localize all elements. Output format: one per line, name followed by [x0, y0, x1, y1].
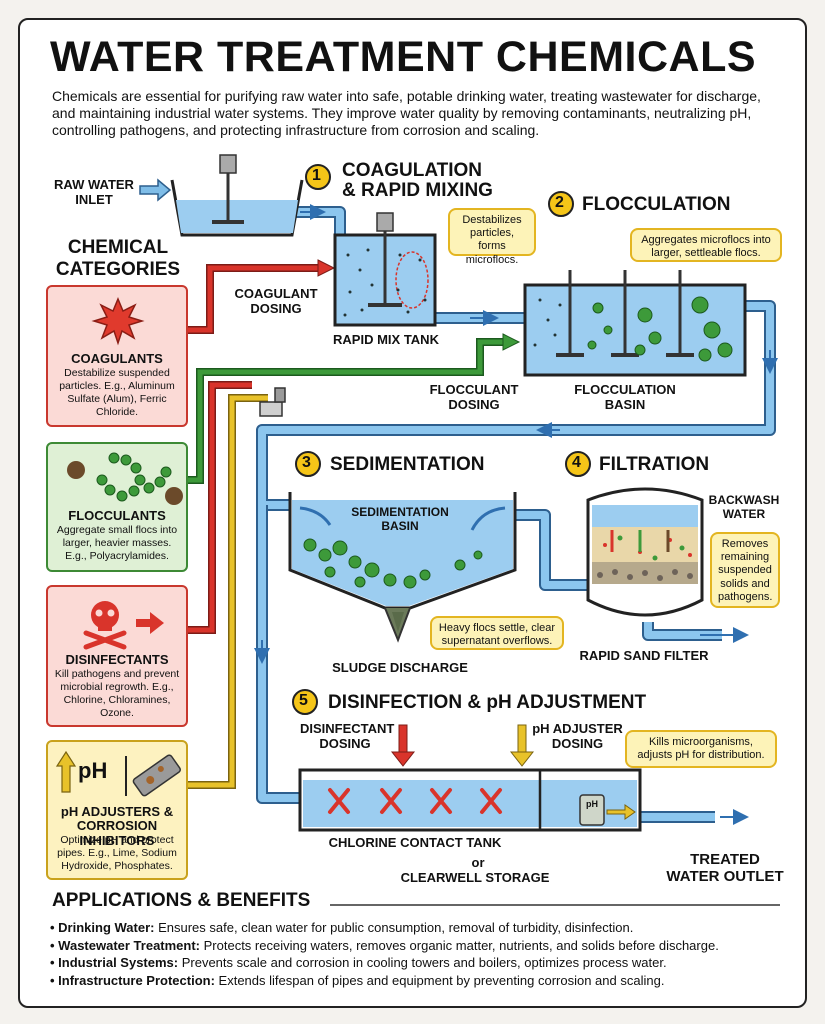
- flocculant-dosing-line: [188, 333, 521, 484]
- application-item: Drinking Water: Ensures safe, clean wate…: [50, 919, 790, 937]
- category-card-flocculants: FLOCCULANTS Aggregate small flocs into l…: [46, 442, 188, 572]
- pipe-sed-to-filter: [515, 509, 588, 591]
- coagulation-note: Destabilizes particles, forms microflocs…: [448, 208, 536, 266]
- rapid-mix-tank-label: RAPID MIX TANK: [333, 332, 439, 347]
- step-1-title-line1: COAGULATION: [342, 160, 483, 181]
- sedimentation-note: Heavy flocs settle, clear supernatant ov…: [430, 616, 564, 650]
- flocculant-chain-icon: [67, 452, 183, 505]
- clearwell-storage-label: CLEARWELL STORAGE: [400, 870, 550, 885]
- application-item: Industrial Systems: Prevents scale and c…: [50, 954, 790, 972]
- applications-list: Drinking Water: Ensures safe, clean wate…: [50, 919, 790, 989]
- filtration-note: Removes remaining suspended solids and p…: [710, 532, 780, 608]
- category-card-disinfectants: DISINFECTANTS Kill pathogens and prevent…: [46, 585, 188, 727]
- ph-dose-arrow: [509, 724, 535, 767]
- step-2-number: 2: [555, 194, 564, 211]
- step-4-number: 4: [572, 454, 581, 471]
- ph-icon-text: pH: [78, 758, 108, 783]
- page-title: WATER TREATMENT CHEMICALS: [50, 33, 757, 81]
- application-item: Wastewater Treatment: Protects receiving…: [50, 937, 790, 955]
- rapid-mix-tank: [333, 212, 437, 327]
- sludge-discharge-label: SLUDGE DISCHARGE: [332, 660, 468, 675]
- coagulant-dosing-line: [188, 259, 336, 334]
- disinfectant-dosing-line: [188, 381, 252, 634]
- ph-dosing-line: [188, 394, 268, 789]
- ph-meter-icon: pH: [586, 799, 598, 809]
- applications-divider: [330, 904, 780, 906]
- flocculation-basin: [523, 270, 747, 377]
- step-3-title: SEDIMENTATION: [330, 454, 485, 475]
- flow-arrows: [254, 204, 778, 825]
- category-card-ph-adjusters: pH pH ADJUSTERS & CORROSION INHIBITORS O…: [46, 740, 188, 880]
- intro-paragraph: Chemicals are essential for purifying ra…: [52, 88, 761, 138]
- chlorine-contact-tank-label: CHLORINE CONTACT TANK: [328, 835, 502, 850]
- dosing-valve: [259, 387, 286, 417]
- coagulant-splash-icon: [91, 297, 145, 346]
- application-item: Infrastructure Protection: Extends lifes…: [50, 972, 790, 990]
- raw-water-arrow: [139, 178, 172, 202]
- category-card-coagulants: COAGULANTS Destabilize suspended particl…: [46, 285, 188, 427]
- disinfectant-dose-arrow: [390, 724, 416, 767]
- step-2-title: FLOCCULATION: [582, 194, 731, 215]
- or-label: or: [471, 855, 485, 870]
- skull-crossbones-icon: [83, 601, 164, 650]
- rapid-sand-filter-label: RAPID SAND FILTER: [579, 648, 709, 663]
- step-1-number: 1: [312, 167, 321, 184]
- disinfection-note: Kills microorganisms, adjusts pH for dis…: [625, 730, 777, 768]
- step-3-number: 3: [302, 454, 311, 471]
- rapid-sand-filter: [586, 487, 704, 617]
- chlorine-contact-tank: [298, 768, 642, 832]
- applications-heading: APPLICATIONS & BENEFITS: [52, 890, 311, 911]
- flocculation-note: Aggregates microflocs into larger, settl…: [630, 228, 782, 262]
- inlet-tank: [170, 154, 304, 237]
- step-1-title-line2: & RAPID MIXING: [342, 180, 493, 201]
- step-badges: [292, 164, 591, 715]
- step-5-number: 5: [299, 692, 308, 709]
- step-5-title: DISINFECTION & pH ADJUSTMENT: [328, 692, 647, 713]
- ph-pipe-icon: [55, 750, 181, 797]
- sedimentation-basin: [288, 492, 517, 643]
- step-4-title: FILTRATION: [599, 454, 710, 475]
